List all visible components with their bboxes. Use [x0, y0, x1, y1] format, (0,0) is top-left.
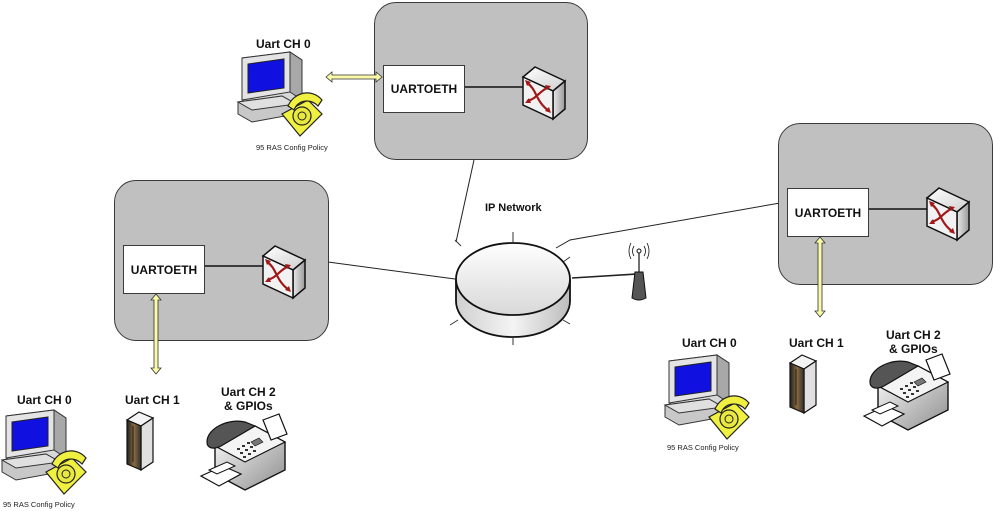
- right-uart-ch0-label: Uart CH 0: [682, 336, 737, 350]
- left-uart-ch2-line2: & GPIOs: [224, 399, 273, 413]
- right-uartoeth-box: UARTOETH: [787, 188, 869, 237]
- right-uart-ch2-line1: Uart CH 2: [886, 328, 941, 342]
- top-uartoeth-box: UARTOETH: [383, 65, 465, 113]
- left-uartoeth-label: UARTOETH: [130, 262, 198, 277]
- link-right-to-network: [555, 202, 781, 249]
- top-config-caption: 95 RAS Config Policy: [256, 143, 328, 152]
- top-uart-ch0-label: Uart CH 0: [256, 37, 311, 51]
- right-switch-icon: [925, 186, 971, 242]
- link-top-to-network: [455, 159, 475, 243]
- left-uart-ch2-line1: Uart CH 2: [221, 385, 276, 399]
- right-uart-arrow: [814, 236, 826, 318]
- right-uart-ch2-label: Uart CH 2 & GPIOs: [886, 328, 941, 356]
- top-computer-phone-icon: [237, 51, 323, 137]
- top-switch-icon: [521, 65, 567, 121]
- link-left-to-network: [327, 261, 456, 280]
- left-uartoeth-box: UARTOETH: [123, 245, 205, 294]
- right-uart-ch1-label: Uart CH 1: [789, 336, 844, 350]
- top-uart-arrow: [325, 71, 383, 83]
- right-uart-ch2-line2: & GPIOs: [889, 342, 938, 356]
- link-network-to-antenna: [571, 273, 638, 279]
- left-server-icon: [126, 411, 154, 471]
- left-fax-icon: [200, 413, 288, 491]
- top-uartoeth-label: UARTOETH: [390, 82, 458, 96]
- ip-network-label: IP Network: [485, 202, 542, 214]
- wireless-antenna-icon: [628, 242, 650, 301]
- left-uart-ch0-label: Uart CH 0: [17, 393, 72, 407]
- left-switch-icon: [261, 244, 307, 300]
- left-uart-ch2-label: Uart CH 2 & GPIOs: [221, 385, 276, 413]
- right-config-caption: 95 RAS Config Policy: [667, 443, 739, 452]
- right-uartoeth-label: UARTOETH: [794, 205, 862, 220]
- left-uart-ch1-label: Uart CH 1: [125, 393, 180, 407]
- ip-network-icon: [449, 232, 571, 345]
- left-config-caption: 95 RAS Config Policy: [3, 500, 75, 509]
- right-computer-phone-icon: [664, 354, 750, 440]
- left-uart-arrow: [150, 293, 162, 375]
- right-server-icon: [789, 354, 817, 414]
- right-fax-icon: [863, 353, 951, 431]
- left-computer-phone-icon: [1, 409, 87, 495]
